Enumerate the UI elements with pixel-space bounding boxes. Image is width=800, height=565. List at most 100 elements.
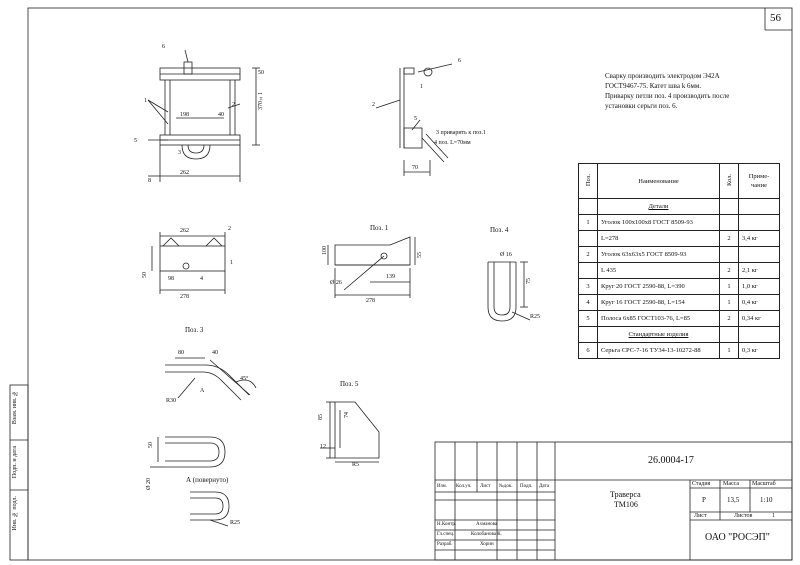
pos3-dim-r25: R25 bbox=[230, 520, 241, 526]
spec-cell-qty: 2 bbox=[719, 310, 739, 327]
spec-cell-note: 0,4 кг bbox=[738, 294, 780, 311]
pos3-rotated-label: А (повернуто) bbox=[186, 476, 229, 484]
spec-cell-name: Уголок 63х63х5 ГОСТ 8509-93 bbox=[597, 246, 720, 263]
spec-cell-pos: 4 bbox=[578, 294, 598, 311]
side-callout-1: 1 bbox=[420, 84, 423, 90]
top-callout-1: 1 bbox=[230, 260, 233, 266]
dim-50: 50 bbox=[258, 70, 264, 76]
spec-cell-pos: 2 bbox=[578, 246, 598, 263]
spec-section-standard: Стандартные изделия bbox=[597, 326, 720, 343]
note-line-2: ГОСТ9467-75. Катет шва k 6мм. bbox=[605, 82, 702, 90]
pos3-dim-r30: R30 bbox=[166, 398, 177, 404]
pos1-dim-100: 100 bbox=[322, 246, 328, 255]
side-note-4: 4 поз. L=70мм bbox=[434, 140, 471, 146]
name-2: Колобанова К. bbox=[471, 532, 502, 537]
spec-cell-note: 1,0 кг bbox=[738, 278, 780, 295]
sheets-label: Листов bbox=[734, 513, 753, 519]
callout-1: 1 bbox=[144, 98, 147, 104]
stamp-sign: Подп. и дата bbox=[12, 446, 18, 479]
top-dim-278: 278 bbox=[180, 294, 189, 300]
sheets-value: 1 bbox=[772, 513, 775, 519]
page-number: 56 bbox=[770, 12, 781, 24]
scale-value: 1:10 bbox=[760, 496, 773, 504]
pos4-geometry bbox=[487, 261, 531, 322]
callout-2: 2 bbox=[232, 102, 235, 108]
pos5-geometry bbox=[320, 401, 380, 463]
pos3-geometry bbox=[150, 357, 257, 527]
side-callout-6: 6 bbox=[458, 58, 461, 64]
pos5-dim-85a: 85 bbox=[318, 414, 324, 420]
col-doc: №док. bbox=[499, 484, 513, 489]
pos3-dim-50: 50 bbox=[148, 442, 154, 448]
scale-label: Масштаб bbox=[752, 481, 776, 487]
spec-cell-note: 3,4 кг bbox=[738, 230, 780, 247]
left-stamp-frame bbox=[9, 384, 29, 561]
callout-6: 6 bbox=[162, 44, 165, 50]
stamp-inv: Инв. № подл. bbox=[12, 496, 18, 531]
spec-header-qty: Кол. bbox=[719, 163, 739, 199]
pos4-dim-75: 75 bbox=[526, 278, 532, 284]
pos1-geometry bbox=[327, 236, 416, 298]
main-view-geometry bbox=[147, 49, 260, 182]
drawing-name-1: Траверса bbox=[610, 490, 641, 499]
spec-cell-qty: 1 bbox=[719, 294, 739, 311]
dim-262: 262 bbox=[180, 170, 189, 176]
side-callout-2: 2 bbox=[372, 102, 375, 108]
mass-label: Масса bbox=[723, 481, 740, 487]
col-list: Лист bbox=[480, 484, 491, 489]
spec-cell-pos bbox=[578, 262, 598, 279]
spec-cell-note: 2,1 кг bbox=[738, 262, 780, 279]
col-kol: Кол.уч. bbox=[456, 484, 472, 489]
spec-cell-qty: 1 bbox=[719, 278, 739, 295]
spec-cell-qty: 2 bbox=[719, 262, 739, 279]
sheet-border bbox=[27, 7, 793, 561]
spec-cell-qty: 2 bbox=[719, 230, 739, 247]
stage-value: Р bbox=[702, 496, 706, 504]
mass-value: 13,5 bbox=[727, 496, 740, 504]
spec-cell-pos: 1 bbox=[578, 214, 598, 231]
spec-section-row: Стандартные изделия bbox=[578, 326, 780, 343]
spec-cell-note: 0,34 кг bbox=[738, 310, 780, 327]
doc-number: 26.0004-17 bbox=[648, 455, 694, 466]
pos1-title: Поз. 1 bbox=[370, 224, 389, 232]
pos1-dim-139: 139 bbox=[386, 274, 395, 280]
top-dim-98: 98 bbox=[168, 276, 174, 282]
name-3: Хорин bbox=[480, 542, 494, 547]
spec-header-note: Приме- чание bbox=[738, 163, 780, 199]
specification-table: Поз. Наименование Кол. Приме- чание Дета… bbox=[578, 163, 780, 359]
pos3-dim-20: Ø 20 bbox=[146, 478, 152, 490]
role-3: Разраб. bbox=[437, 542, 453, 547]
spec-cell-note bbox=[738, 246, 780, 263]
pos4-dim-r25: R25 bbox=[530, 314, 541, 320]
spec-cell-pos: 5 bbox=[578, 310, 598, 327]
spec-section-details: Детали bbox=[597, 198, 720, 215]
title-block-frame bbox=[434, 441, 793, 561]
pos3-dim-45: 45° bbox=[240, 376, 249, 382]
note-line-3: Приварку петли поз. 4 производить после bbox=[605, 92, 730, 100]
top-dim-262: 262 bbox=[180, 228, 189, 234]
side-view-geometry bbox=[375, 63, 453, 176]
spec-cell-pos: 6 bbox=[578, 342, 598, 359]
col-date: Дата bbox=[539, 484, 549, 489]
pos1-dim-55: 55 bbox=[417, 252, 423, 258]
pos5-dim-74: 74 bbox=[344, 412, 350, 418]
spec-header-pos: Поз. bbox=[578, 163, 598, 199]
spec-cell-qty bbox=[719, 246, 739, 263]
role-2: Гл.спец. bbox=[437, 532, 455, 537]
spec-cell-note bbox=[738, 214, 780, 231]
dim-8: 8 bbox=[148, 178, 151, 184]
pos3-dim-40: 40 bbox=[212, 350, 218, 356]
spec-cell-name: Полоса 6х85 ГОСТ103-76, L=85 bbox=[597, 310, 720, 327]
col-izm: Изм. bbox=[437, 484, 447, 489]
spec-cell-pos bbox=[578, 230, 598, 247]
organization: ОАО "РОСЭП" bbox=[705, 532, 770, 543]
pos3-title: Поз. 3 bbox=[185, 326, 204, 334]
spec-cell-name: Серьга СРС-7-16 ТУ34-13-10272-88 bbox=[597, 342, 720, 359]
spec-cell-qty: 1 bbox=[719, 342, 739, 359]
pos5-dim-12: 12 bbox=[320, 444, 326, 450]
